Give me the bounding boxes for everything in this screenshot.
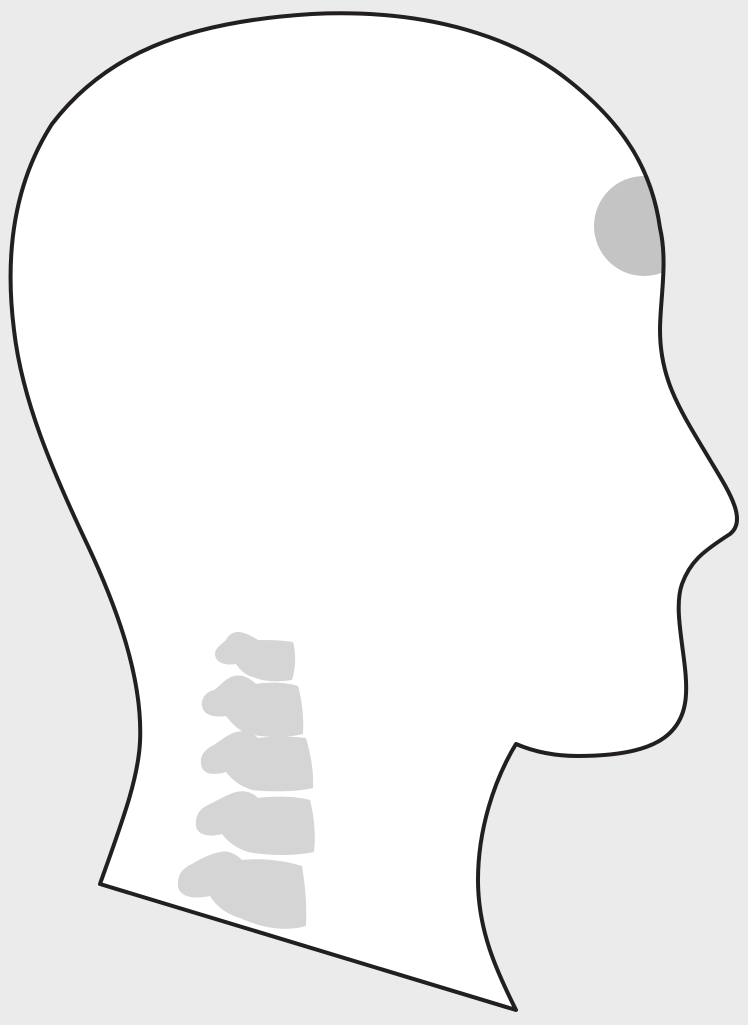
forehead-marker: [594, 176, 694, 276]
head-silhouette: [11, 13, 737, 1010]
vertebra-c7: [178, 851, 306, 928]
